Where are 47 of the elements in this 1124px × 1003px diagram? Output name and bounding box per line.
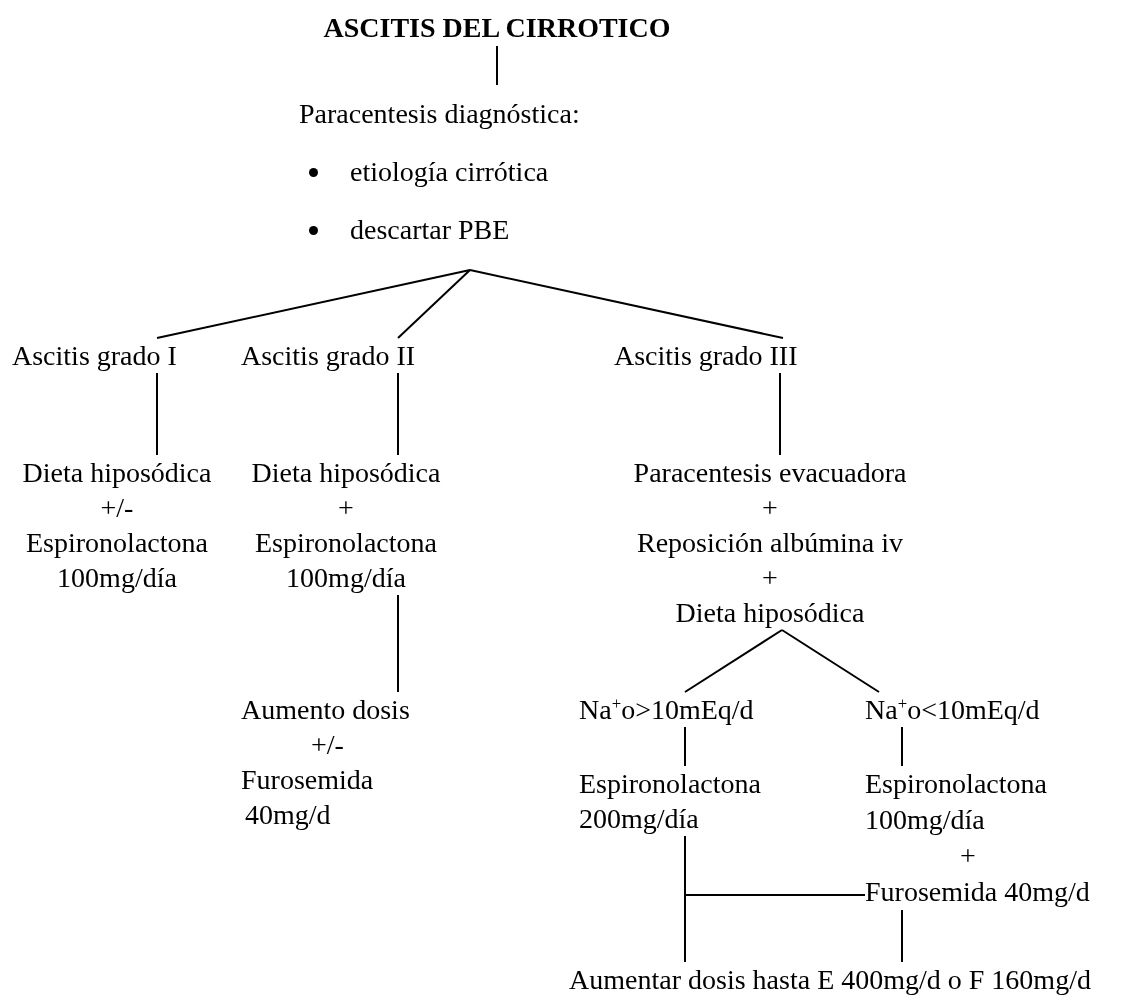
node-text: 200mg/día (579, 803, 699, 834)
connector-line (397, 269, 471, 339)
connector-line (901, 726, 903, 767)
node-text: Ascitis grado II (241, 340, 416, 371)
node-text: 100mg/día (865, 804, 985, 835)
node-text: Na$^{+}$o<10mEq/d (865, 694, 1040, 725)
node-text: Paracentesis evacuadora (633, 457, 907, 488)
node-text: Aumento dosis (241, 694, 410, 725)
node-text: Dieta hiposódica (251, 457, 441, 488)
node-text: Aumentar dosis hasta E 400mg/d o F 160mg/d (569, 964, 1091, 995)
node-text: Furosemida (241, 764, 374, 795)
node-text: + (762, 492, 778, 523)
node-text: 100mg/día (57, 562, 177, 593)
node-text: Espironolactona (26, 527, 208, 558)
connector-line (684, 726, 686, 767)
node-text: Ascitis grado I (12, 340, 177, 371)
node-text: + (959, 840, 976, 871)
connector-line (901, 909, 903, 963)
connector-line (397, 372, 399, 456)
title-text: ASCITIS DEL CIRROTICO (323, 12, 671, 43)
connector-line (469, 269, 784, 339)
node-text: Espironolactona (579, 768, 761, 799)
connector-line (684, 894, 866, 963)
list-item-text: descartar PBE (350, 214, 510, 246)
node-text: Na$^{+}$o>10mEq/d (579, 694, 754, 725)
node-text: 100mg/día (286, 562, 406, 593)
connector-line (684, 629, 783, 693)
node-text: + (762, 562, 778, 593)
node-text: Espironolactona (865, 768, 1047, 799)
connector-line (496, 45, 498, 86)
node-text: Dieta hiposódica (675, 597, 865, 628)
node-text: 40mg/d (244, 799, 331, 830)
list-item-text: etiología cirrótica (350, 156, 549, 188)
connector-line (397, 594, 399, 693)
connector-line (156, 269, 471, 339)
node-text: Espironolactona (255, 527, 437, 558)
connector-line (156, 372, 158, 456)
node-text: Furosemida 40mg/d (865, 876, 1090, 907)
connector-line (779, 372, 781, 456)
node-text: +/- (310, 729, 344, 760)
node-text: + (338, 492, 354, 523)
node-text: +/- (100, 492, 134, 523)
connector-line (781, 629, 880, 693)
heading-text: Paracentesis diagnóstica: (299, 98, 580, 130)
node-text: Ascitis grado III (614, 340, 798, 371)
node-text: Dieta hiposódica (22, 457, 212, 488)
node-text: Reposición albúmina iv (637, 527, 903, 558)
